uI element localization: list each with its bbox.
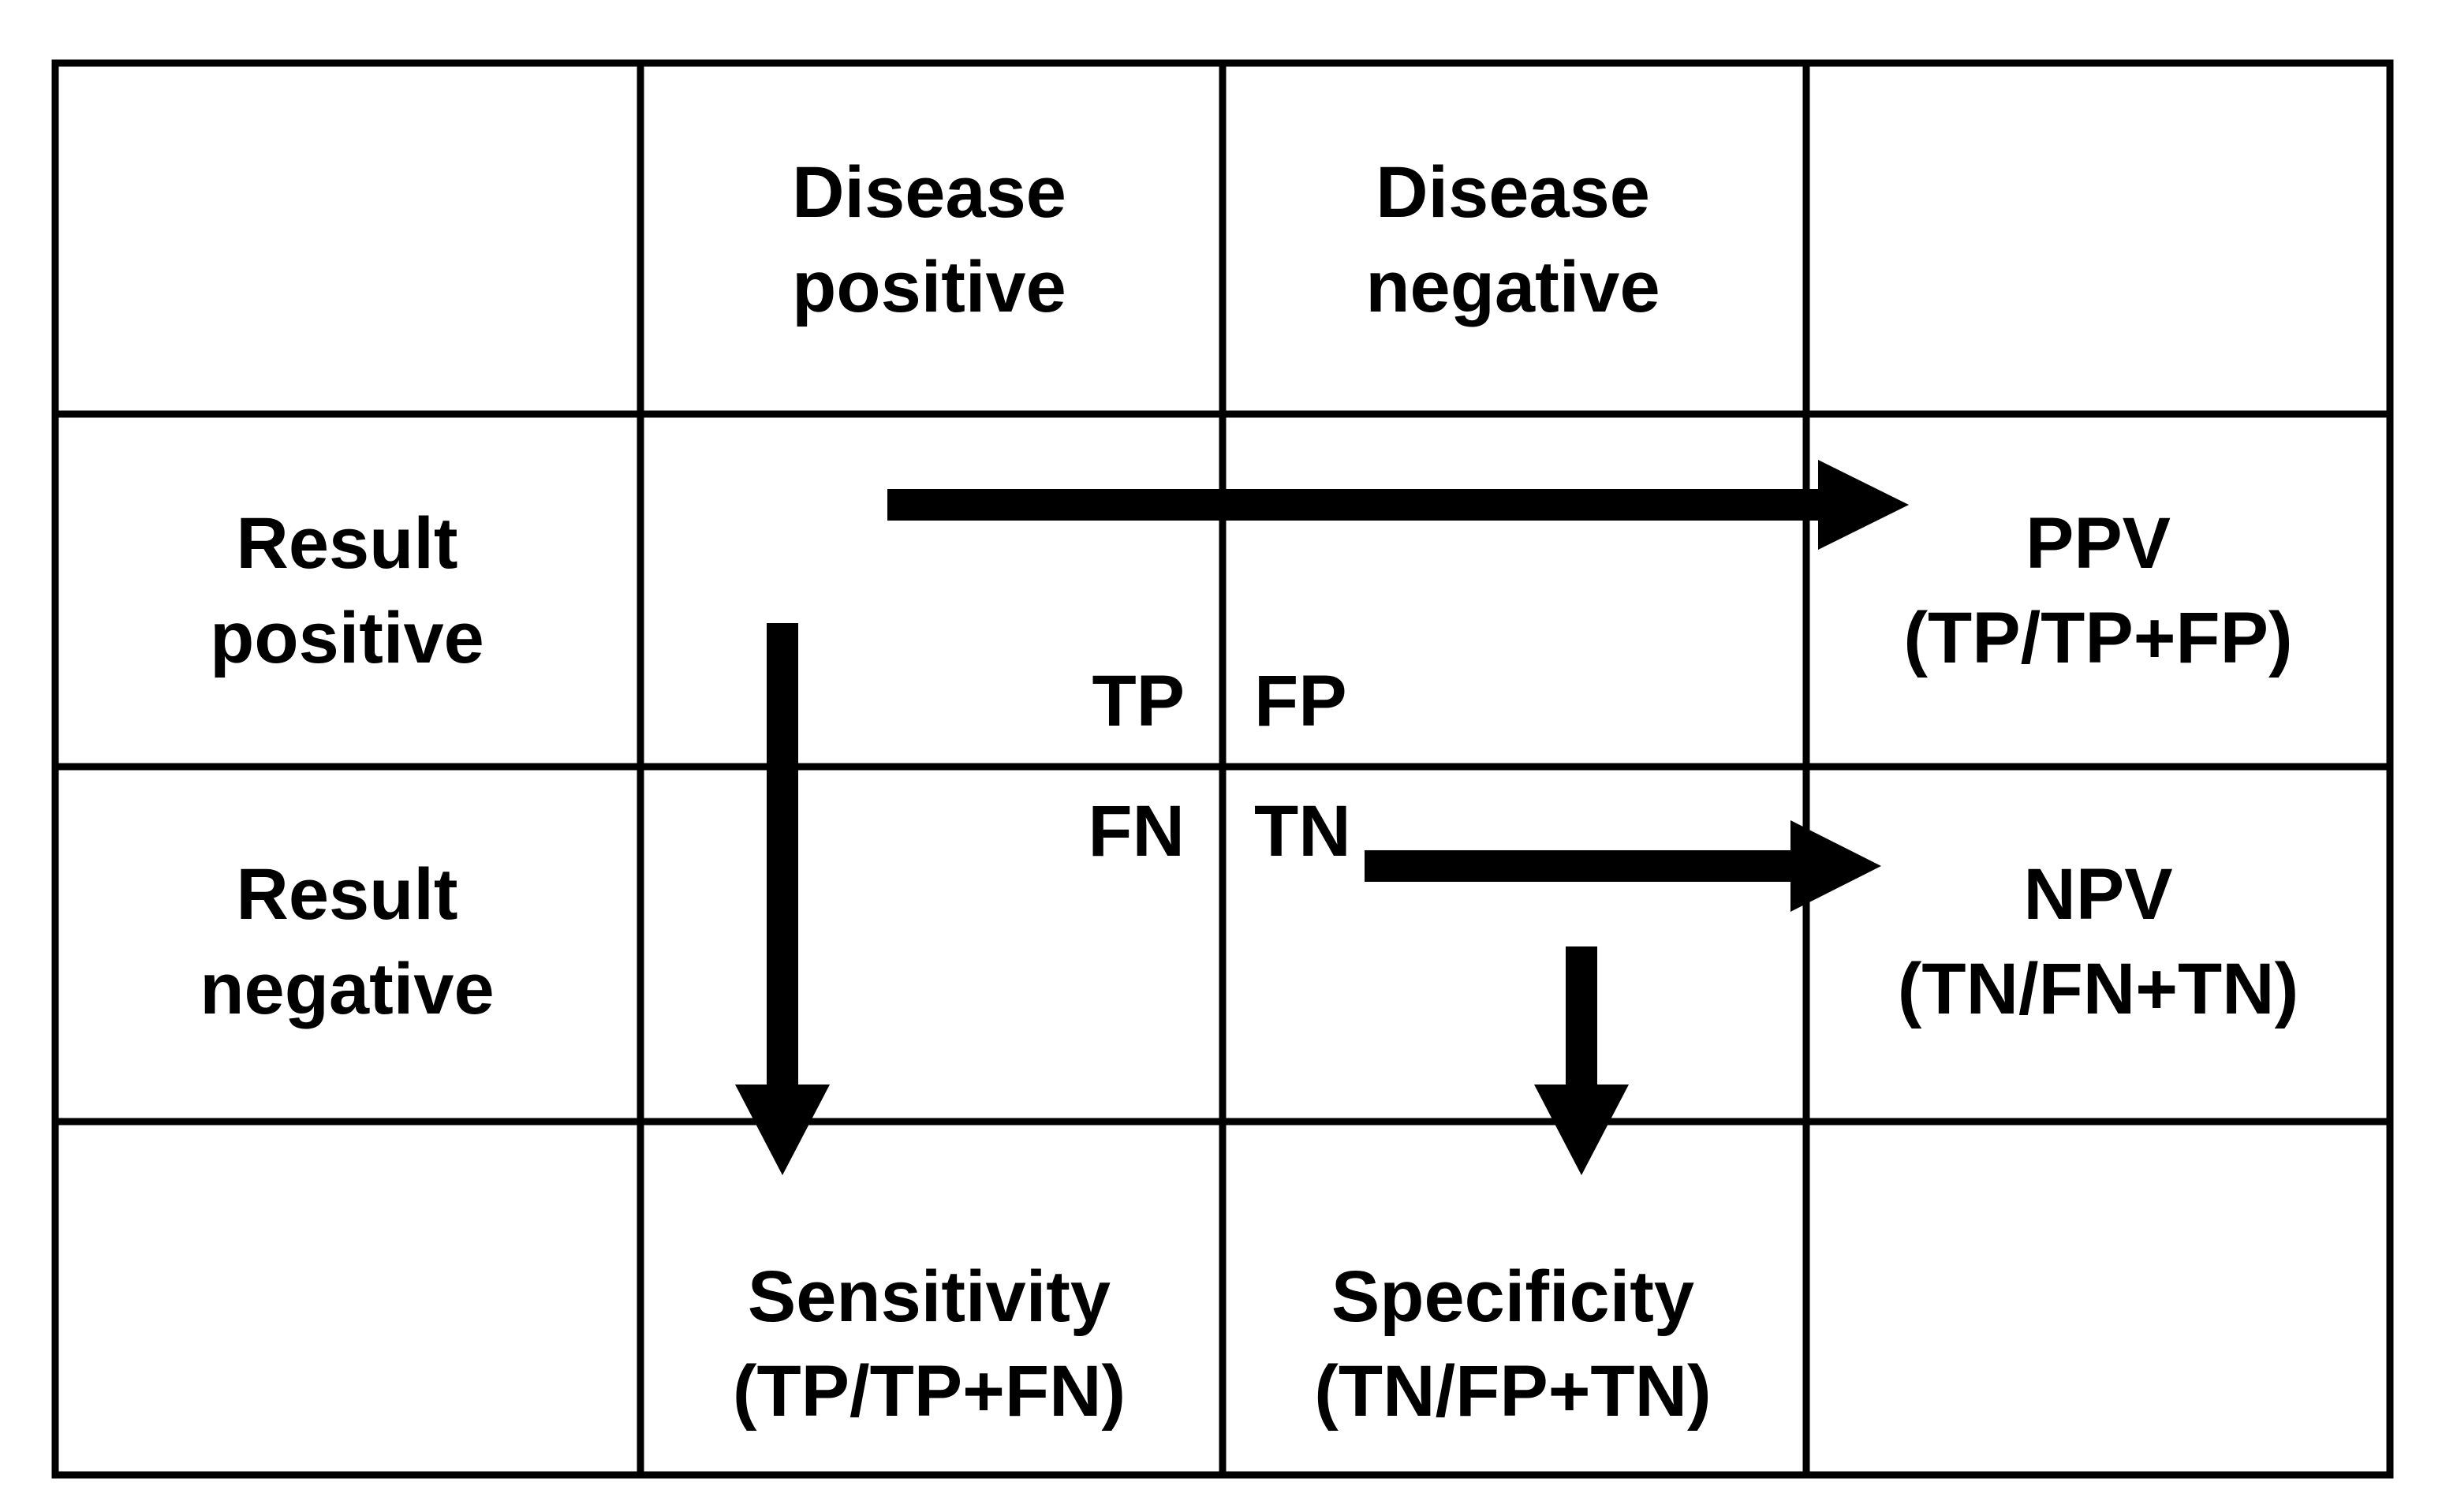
cell-tp-label: TP	[1092, 661, 1185, 741]
arrow-npv-head	[1790, 820, 1881, 912]
arrow-ppv-head	[1818, 460, 1909, 550]
arrow-specificity-head	[1534, 1085, 1629, 1175]
metric-sensitivity-formula: (TP/TP+FN)	[733, 1351, 1126, 1432]
arrow-specificity-shaft	[1566, 946, 1597, 1088]
table-grid	[51, 59, 2394, 1479]
arrows	[735, 460, 1909, 1175]
metric-ppv-title: PPV	[2026, 503, 2171, 584]
metric-npv-title: NPV	[2023, 854, 2172, 935]
cell-fn-label: FN	[1088, 791, 1185, 872]
metric-npv-formula: (TN/FN+TN)	[1898, 949, 2298, 1029]
arrow-ppv-shaft	[887, 489, 1826, 521]
row-result-positive-line-2: positive	[210, 598, 484, 678]
metric-specificity-formula: (TN/FP+TN)	[1314, 1351, 1711, 1432]
header-disease-positive-line-2: positive	[792, 247, 1066, 327]
arrow-sensitivity-shaft	[767, 623, 798, 1088]
metric-sensitivity-title: Sensitivity	[748, 1256, 1111, 1337]
row-result-negative-line-2: negative	[200, 949, 494, 1029]
metric-ppv-formula: (TP/TP+FP)	[1903, 598, 2292, 678]
cell-tn-label: TN	[1254, 791, 1351, 872]
header-disease-positive-line-1: Disease	[792, 152, 1066, 233]
cell-fp-label: FP	[1254, 661, 1347, 741]
row-result-positive-line-1: Result	[236, 503, 457, 584]
metric-specificity-title: Specificity	[1331, 1256, 1694, 1337]
arrow-sensitivity-head	[735, 1085, 830, 1175]
header-disease-negative-line-2: negative	[1365, 247, 1660, 327]
row-result-negative-line-1: Result	[236, 854, 457, 935]
header-disease-negative-line-1: Disease	[1376, 152, 1650, 233]
arrow-npv-shaft	[1365, 850, 1798, 882]
